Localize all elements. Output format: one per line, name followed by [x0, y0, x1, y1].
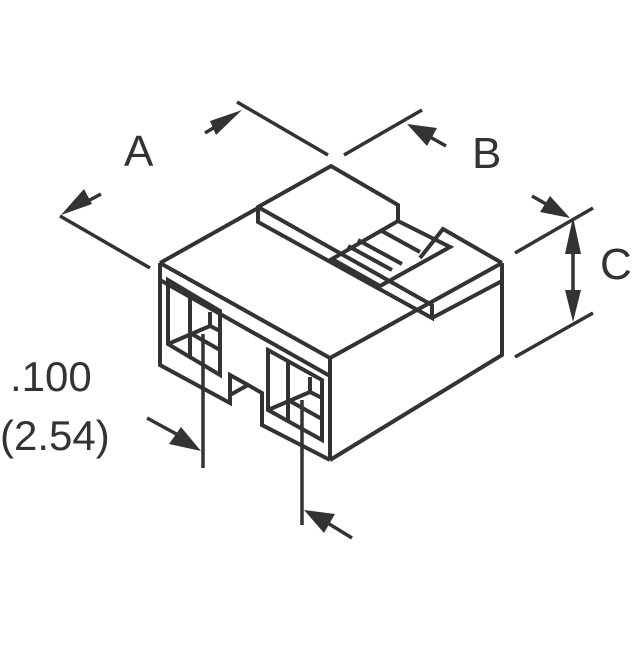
- pitch-inch-label: .100: [10, 353, 92, 400]
- contact-cavity-1: [166, 276, 222, 379]
- dimension-c: [514, 194, 594, 359]
- dimension-a: [59, 100, 329, 270]
- contact-cavity-2: [266, 346, 324, 444]
- dimension-c-label: C: [600, 240, 632, 289]
- dimension-b: [343, 108, 447, 157]
- pitch-dimension: [146, 334, 353, 540]
- pitch-mm-label: (2.54): [0, 412, 110, 459]
- dimension-a-label: A: [124, 127, 154, 176]
- housing-outline: [158, 163, 504, 462]
- dimension-b-label: B: [472, 129, 502, 178]
